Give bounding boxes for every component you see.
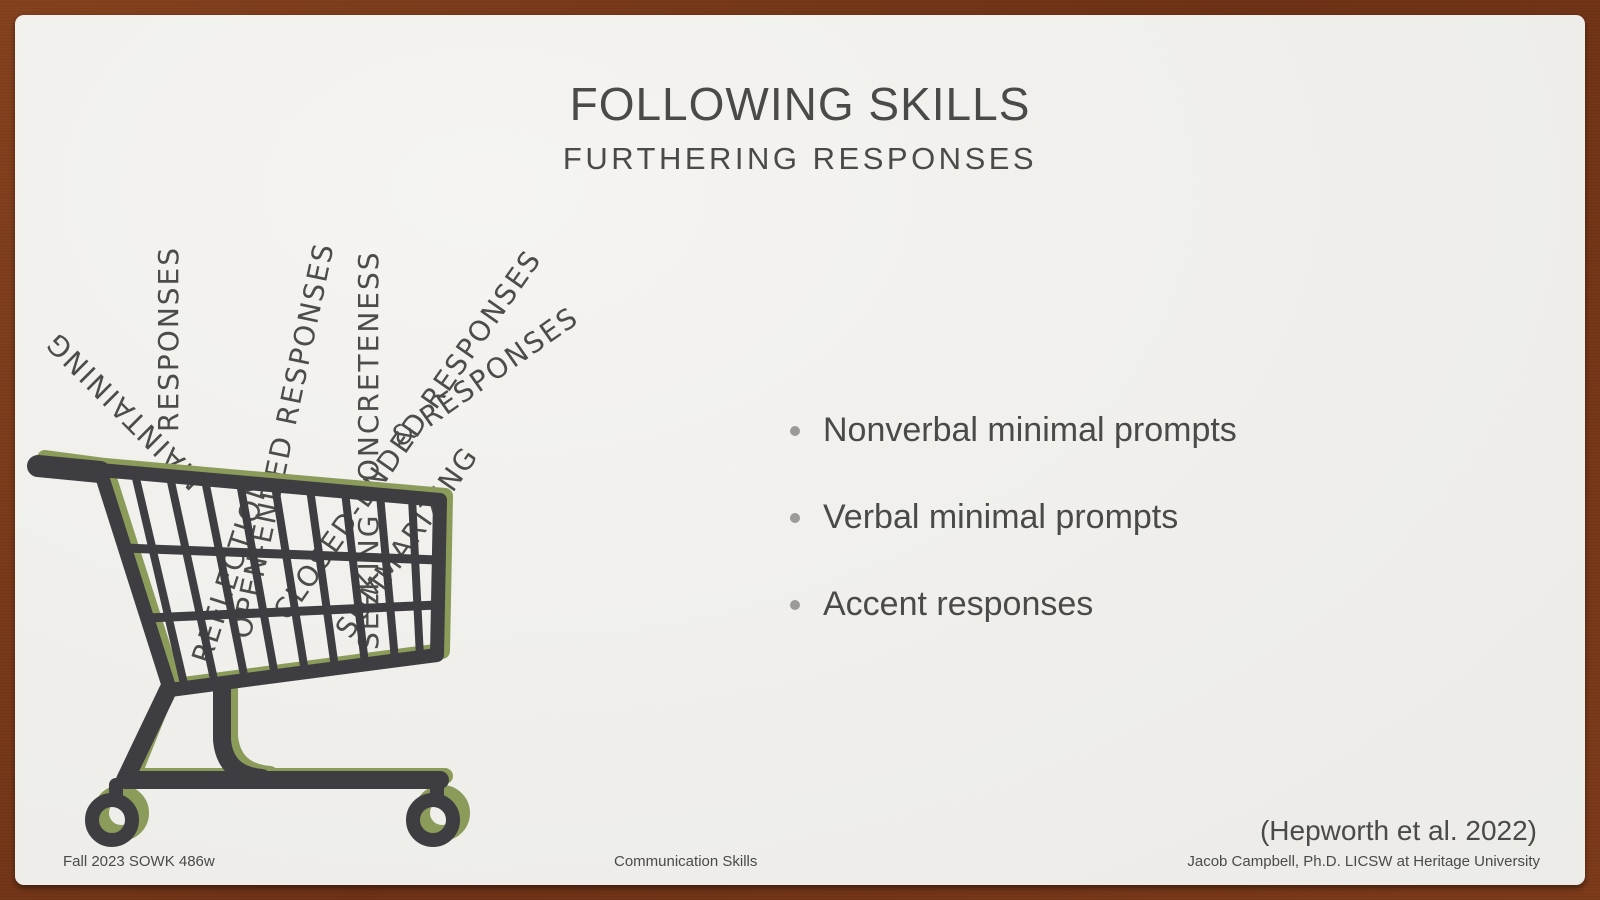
bullet-text: Nonverbal minimal prompts bbox=[823, 411, 1237, 449]
word-cloud: MAINTAINING RESPONSES OPEN-ENDED RESPONS… bbox=[39, 239, 585, 667]
word-open-ended: OPEN-ENDED RESPONSES bbox=[225, 239, 341, 641]
footer-author: Jacob Campbell, Ph.D. LICSW at Heritage … bbox=[1187, 853, 1540, 870]
slide-title: FOLLOWING SKILLS bbox=[569, 78, 1031, 130]
footer-topic: Communication Skills bbox=[614, 853, 758, 870]
bullet-item: Verbal minimal prompts bbox=[785, 495, 1237, 582]
footer-course: Fall 2023 SOWK 486w bbox=[63, 853, 215, 870]
slide-card: FOLLOWING SKILLS FURTHERING RESPONSES No… bbox=[15, 15, 1585, 885]
slide-subtitle: FURTHERING RESPONSES bbox=[562, 141, 1038, 176]
word-seeking-concreteness: SEEKING CONCRETENESS bbox=[352, 250, 385, 650]
word-reflection: REFLECTION bbox=[185, 472, 276, 667]
bullet-dot-icon bbox=[790, 426, 800, 436]
cart-shadow bbox=[37, 450, 470, 841]
citation: (Hepworth et al. 2022) bbox=[1259, 815, 1537, 846]
word-ampersand-responses: & RESPONSES bbox=[385, 300, 585, 454]
bullet-text: Accent responses bbox=[823, 585, 1094, 623]
bullet-item: Nonverbal minimal prompts bbox=[785, 408, 1237, 495]
bullet-text: Verbal minimal prompts bbox=[823, 498, 1179, 536]
word-maintaining: MAINTAINING bbox=[39, 325, 210, 496]
word-summarizing: SUMMARIZING bbox=[329, 440, 485, 644]
bullet-item: Accent responses bbox=[785, 582, 1237, 669]
bullet-dot-icon bbox=[790, 600, 800, 610]
bullet-dot-icon bbox=[790, 513, 800, 523]
word-closed-ended: CLOSED-ENDED RESPONSES bbox=[267, 244, 549, 626]
word-responses-vertical: RESPONSES bbox=[152, 246, 185, 432]
bullet-list: Nonverbal minimal prompts Verbal minimal… bbox=[785, 408, 1237, 669]
cart-body bbox=[27, 455, 460, 847]
